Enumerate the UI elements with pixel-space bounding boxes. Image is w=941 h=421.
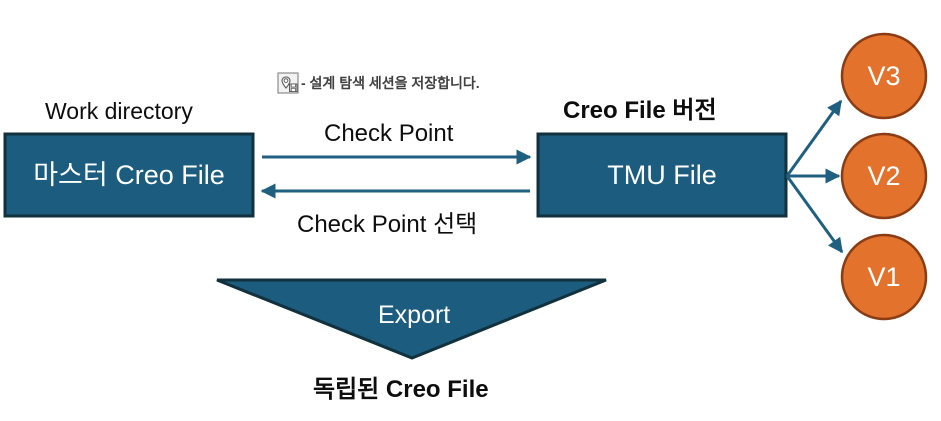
caption-standalone-creo-file: 독립된 Creo File <box>313 376 489 403</box>
tip-save-design-session: - 설계 탐색 세션을 저장합니다. <box>277 72 480 94</box>
circle-v1[interactable] <box>840 233 928 321</box>
triangle-export-label: Export <box>378 301 451 329</box>
circle-v1-label: V1 <box>867 262 901 292</box>
circle-v3[interactable] <box>840 32 928 120</box>
caption-work-directory: Work directory <box>45 98 193 124</box>
arrow-to-v1 <box>785 175 844 254</box>
edge-label-checkpoint-select: Check Point 선택 <box>297 211 478 238</box>
box-tmu-label: TMU File <box>607 160 717 190</box>
circle-v3-label: V3 <box>867 61 901 91</box>
tip-text: - 설계 탐색 세션을 저장합니다. <box>301 75 480 91</box>
box-tmu[interactable] <box>536 132 788 218</box>
edge-label-checkpoint: Check Point <box>324 120 454 147</box>
arrow-to-v3 <box>785 99 843 177</box>
save-design-session-icon <box>277 72 299 94</box>
circle-v2[interactable] <box>840 132 928 220</box>
circle-v2-label: V2 <box>867 161 901 191</box>
caption-creo-file-version: Creo File 버전 <box>563 97 717 124</box>
box-master-label: 마스터 Creo File <box>33 160 225 190</box>
box-master[interactable] <box>3 132 255 218</box>
triangle-export[interactable] <box>216 278 607 360</box>
